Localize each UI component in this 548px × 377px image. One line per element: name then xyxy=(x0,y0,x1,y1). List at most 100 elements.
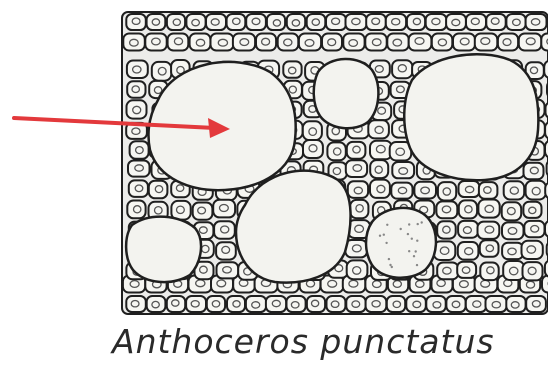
tissue-cell xyxy=(502,202,522,220)
upper-epidermis-cell xyxy=(486,14,505,30)
cavity-speck xyxy=(413,255,415,257)
lower-epidermis-cell xyxy=(246,296,266,312)
tissue-cell xyxy=(458,242,479,260)
tissue-cell xyxy=(391,183,412,199)
upper-cell xyxy=(498,34,518,51)
upper-cell xyxy=(256,34,276,51)
upper-epidermis-cell xyxy=(386,14,406,30)
tissue-cell xyxy=(152,62,172,81)
tissue-cell xyxy=(370,180,390,198)
lower-epidermis-cell xyxy=(466,296,486,312)
cavity-speck xyxy=(411,238,413,240)
upper-cell xyxy=(432,34,453,51)
upper-cell xyxy=(409,34,432,51)
tissue-cell xyxy=(303,121,322,140)
tissue-cell xyxy=(522,241,543,259)
upper-epidermis-cell xyxy=(426,14,447,30)
cavity-speckled xyxy=(366,208,436,278)
tissue-cell xyxy=(502,243,523,259)
cavity-speck xyxy=(389,264,391,266)
lower-epidermis-cell xyxy=(406,296,426,312)
upper-epidermis-cell xyxy=(326,14,346,30)
tissue-cell xyxy=(480,240,499,257)
upper-cell xyxy=(299,34,321,51)
tissue-cell xyxy=(523,262,543,280)
tissue-cell xyxy=(370,160,388,178)
tissue-cell xyxy=(213,200,235,218)
lower-cell xyxy=(542,276,548,293)
cavity-speck xyxy=(391,266,393,268)
upper-cell xyxy=(145,34,166,51)
upper-cell xyxy=(322,34,342,51)
cavity-speck xyxy=(408,250,410,252)
tissue-cell xyxy=(370,141,392,160)
upper-cell xyxy=(365,34,386,51)
tissue-cell xyxy=(437,221,456,238)
upper-cell xyxy=(519,34,542,51)
cavity-lower-left xyxy=(126,217,201,282)
tissue-cell xyxy=(127,201,145,219)
upper-epidermis-cell xyxy=(167,14,185,30)
tissue-cell xyxy=(524,221,544,237)
tissue-cell xyxy=(459,200,477,218)
tissue-cell xyxy=(503,261,524,280)
tissue-cell xyxy=(130,141,149,159)
tissue-cell xyxy=(347,142,366,159)
tissue-cell xyxy=(216,242,236,259)
upper-epidermis-cell xyxy=(446,14,466,30)
tissue-cell xyxy=(544,61,548,79)
lower-epidermis-cell xyxy=(506,296,525,312)
tissue-cell xyxy=(480,263,498,281)
tissue-cell xyxy=(214,221,235,239)
upper-cell xyxy=(475,34,498,51)
tissue-cell xyxy=(217,262,239,278)
upper-epidermis-cell xyxy=(346,14,367,30)
tissue-cell xyxy=(524,163,544,179)
tissue-cell xyxy=(459,181,480,197)
upper-epidermis-cell xyxy=(126,14,146,30)
tissue-cell xyxy=(348,181,368,198)
cavity-speck xyxy=(388,258,390,260)
cavity-speck xyxy=(385,242,387,244)
upper-epidermis-cell xyxy=(206,14,226,30)
lower-epidermis-cell xyxy=(486,296,507,312)
lower-epidermis-cell xyxy=(387,296,405,312)
tissue-cell xyxy=(392,162,414,178)
tissue-cell xyxy=(127,61,148,79)
upper-epidermis-cell xyxy=(246,14,266,30)
tissue-cell xyxy=(504,181,525,199)
tissue-cell xyxy=(437,263,458,280)
tissue-cell xyxy=(350,200,368,218)
upper-epidermis-cell xyxy=(267,14,285,30)
upper-epidermis-cell xyxy=(506,14,525,30)
lower-epidermis-cell xyxy=(227,296,245,312)
tissue-cell xyxy=(129,180,148,197)
tissue-cell xyxy=(438,182,456,200)
tissue-cell xyxy=(127,100,147,118)
lower-epidermis-cell xyxy=(346,296,365,312)
lower-epidermis-cell xyxy=(147,296,166,312)
cavity-speck xyxy=(400,228,402,230)
tissue-cell xyxy=(283,61,301,77)
tissue-cell xyxy=(303,140,323,158)
tissue-cell xyxy=(392,60,412,78)
cavity-speck xyxy=(416,264,418,266)
tissue-cell xyxy=(347,260,368,279)
tissue-cell xyxy=(414,182,436,199)
upper-cell xyxy=(278,34,299,51)
upper-epidermis-cell xyxy=(287,14,305,30)
tissue-cell xyxy=(368,120,389,138)
lower-epidermis-cell xyxy=(327,296,346,312)
upper-epidermis-cell xyxy=(366,14,386,30)
cavity-speck xyxy=(379,235,381,237)
lower-epidermis-cell xyxy=(366,296,387,312)
lower-epidermis-cell xyxy=(126,296,146,312)
upper-cell xyxy=(190,34,211,51)
cavity-speck xyxy=(415,250,417,252)
upper-cell xyxy=(123,34,145,51)
tissue-cell xyxy=(149,181,168,199)
cavity-speck xyxy=(408,223,410,225)
tissue-cell xyxy=(526,181,546,200)
tissue-cell xyxy=(479,182,498,199)
